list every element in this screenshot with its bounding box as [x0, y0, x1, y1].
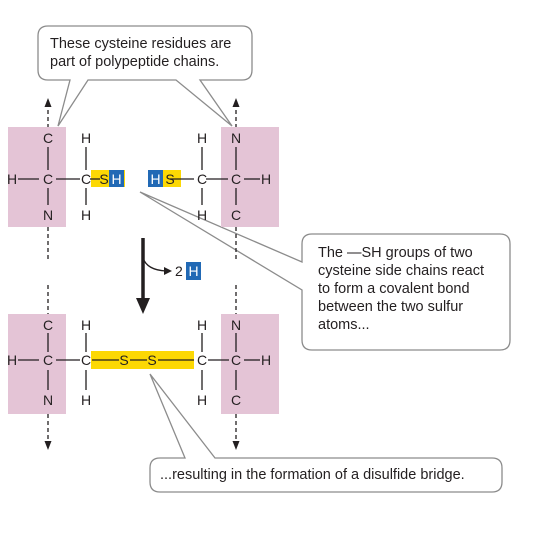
- callout-bottom-text: ...resulting in the formation of a disul…: [160, 467, 465, 483]
- atom-h: H: [81, 392, 91, 408]
- atom-h: H: [81, 317, 91, 333]
- callout-middle-text: The —SH groups of two cysteine side chai…: [318, 245, 485, 333]
- callout-top: [37, 25, 253, 127]
- atom-h: H: [261, 171, 271, 187]
- arrow-up-icon: [232, 98, 240, 107]
- atom-c: C: [43, 352, 53, 368]
- hydrogen-highlight-left: [109, 170, 124, 187]
- reactants: C H C N H C H S H H S H C H N C C H: [7, 98, 279, 262]
- atom-n: N: [43, 207, 53, 223]
- atom-s: S: [147, 352, 156, 368]
- callout-top-text: These cysteine residues are part of poly…: [50, 36, 232, 70]
- atom-c: C: [197, 352, 207, 368]
- arrow-down-icon: [136, 298, 150, 314]
- atom-h: H: [261, 352, 271, 368]
- atom-h: H: [7, 171, 17, 187]
- products: C H C N H C H S S H C H N C C H: [7, 285, 279, 450]
- hydrogen-highlight-right: [148, 170, 163, 187]
- atom-h-highlighted: H: [150, 171, 160, 187]
- backbone-box-left-top: [8, 127, 66, 227]
- atom-c: C: [43, 171, 53, 187]
- atom-s: S: [99, 171, 108, 187]
- atom-h: H: [197, 317, 207, 333]
- coefficient: 2: [175, 263, 183, 279]
- atom-c: C: [43, 317, 53, 333]
- atom-s: S: [119, 352, 128, 368]
- atom-h: H: [197, 392, 207, 408]
- atom-c: C: [81, 171, 91, 187]
- atom-c: C: [81, 352, 91, 368]
- atom-h: H: [7, 352, 17, 368]
- atom-c: C: [231, 207, 241, 223]
- hydrogen-highlight-product: [186, 262, 201, 280]
- atom-n: N: [43, 392, 53, 408]
- atom-c: C: [231, 392, 241, 408]
- atom-s: S: [165, 171, 174, 187]
- arrow-down-icon: [44, 441, 52, 450]
- callout-middle: [139, 191, 511, 351]
- atom-c: C: [43, 130, 53, 146]
- atom-h: H: [197, 130, 207, 146]
- product-h: H: [188, 263, 198, 279]
- atom-h-highlighted: H: [111, 171, 121, 187]
- backbone-box-right-top: [221, 127, 279, 227]
- atom-h: H: [81, 207, 91, 223]
- callout-bottom: [149, 373, 503, 493]
- atom-c: C: [231, 352, 241, 368]
- reaction-arrow: 2 H: [136, 238, 201, 314]
- atom-h: H: [81, 130, 91, 146]
- arrow-down-icon: [232, 441, 240, 450]
- backbone-box-left-bottom: [8, 314, 66, 414]
- atom-c: C: [231, 171, 241, 187]
- atom-n: N: [231, 317, 241, 333]
- atom-c: C: [197, 171, 207, 187]
- atom-h: H: [197, 207, 207, 223]
- atom-n: N: [231, 130, 241, 146]
- backbone-box-right-bottom: [221, 314, 279, 414]
- arrow-up-icon: [44, 98, 52, 107]
